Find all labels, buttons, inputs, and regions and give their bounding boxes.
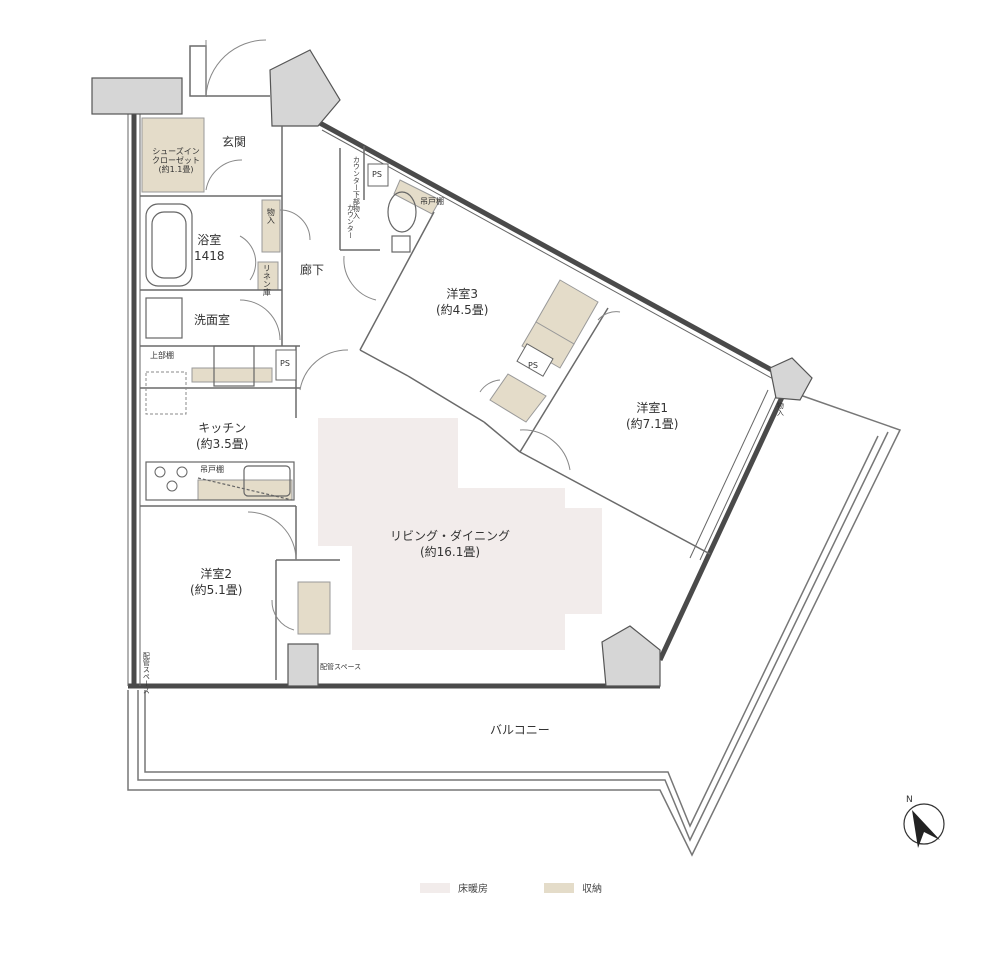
label-balcony: バルコニー: [490, 723, 550, 737]
label-storage: 物入: [266, 208, 276, 224]
washing-machine: [213, 345, 255, 387]
balcony-outline: [127, 394, 902, 857]
columns: [91, 49, 813, 687]
label-shoe-closet: シューズインクローゼット(約1.1畳): [152, 147, 200, 174]
legend: 床暖房 収納: [420, 880, 602, 895]
label-genkan: 玄関: [222, 135, 247, 149]
label-corridor: 廊下: [300, 263, 325, 277]
label-bedroom2: 洋室2(約5.1畳): [190, 567, 243, 598]
label-piping-space-1: 配管スペース: [142, 652, 151, 694]
floor-heating-area: [318, 418, 602, 650]
label-small-store: 物入: [776, 402, 785, 416]
north-arrow-icon: [903, 803, 945, 848]
interior-walls: [140, 45, 711, 680]
bathtub: [145, 203, 193, 287]
legend-swatch-storage: [544, 882, 574, 893]
label-upper-shelf: 上部棚: [150, 351, 174, 360]
storage-areas: [141, 117, 599, 635]
label-hanging-shelf: 吊戸棚: [200, 465, 224, 474]
label-washroom: 洗面室: [194, 313, 231, 327]
label-ps-2: PS: [372, 170, 382, 179]
label-bedroom3: 洋室3(約4.5畳): [436, 287, 489, 318]
label-counter-lower: カウンター下部物入: [352, 156, 361, 219]
label-piping-space-2: 配管スペース: [320, 663, 362, 671]
label-counter: カウンター: [346, 204, 355, 239]
exterior-walls: [128, 114, 793, 689]
kitchen-counter: [145, 461, 295, 501]
door-swings: [205, 39, 621, 631]
label-hanging-shelf-2: 吊戸棚: [420, 197, 444, 206]
label-ps-3: PS: [528, 361, 538, 370]
legend-floor-heating: 床暖房: [458, 884, 488, 895]
label-linen: リネン庫: [262, 264, 272, 296]
toilet: [387, 191, 417, 253]
label-living: リビング・ダイニング(約16.1畳): [390, 529, 511, 560]
fridge-space: [145, 371, 187, 415]
window-lines: [127, 114, 787, 686]
legend-swatch-floor-heating: [420, 882, 450, 893]
label-ps-1: PS: [280, 359, 290, 368]
compass-label: N: [906, 795, 913, 805]
label-kitchen: キッチン(約3.5畳): [196, 421, 249, 452]
stove-icon: [154, 466, 188, 492]
legend-storage: 収納: [582, 884, 602, 895]
label-bedroom1: 洋室1(約7.1畳): [626, 401, 679, 432]
wash-basin: [145, 297, 183, 339]
ps-boxes: [275, 163, 554, 381]
